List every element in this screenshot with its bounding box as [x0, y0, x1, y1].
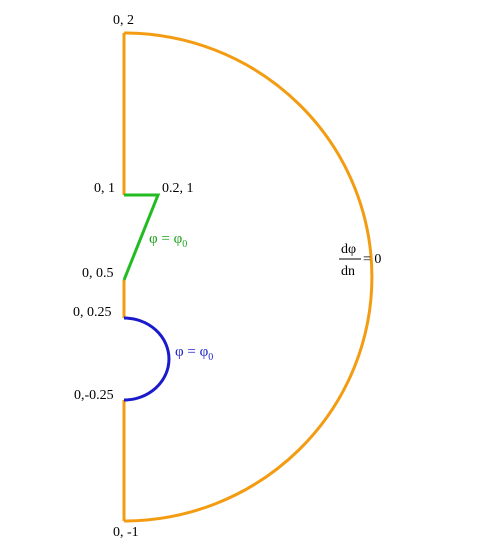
green-condition-text: φ = φ	[149, 231, 183, 247]
green-step-boundary	[122, 193, 161, 281]
blue-condition-label: φ = φ0	[175, 344, 213, 363]
label-step-right-point: 0.2, 1	[162, 181, 194, 196]
green-condition-label: φ = φ0	[149, 231, 187, 250]
label-mid-point: 0, 0.5	[82, 266, 114, 281]
label-arc-top-point: 0, 0.25	[73, 305, 112, 320]
outer-arc-boundary	[123, 31, 374, 523]
blue-semicircle-boundary	[123, 316, 171, 402]
label-arc-bottom-point: 0,-0.25	[74, 388, 114, 403]
blue-condition-subscript: 0	[208, 352, 213, 363]
label-bottom-point: 0, -1	[113, 525, 139, 540]
blue-condition-text: φ = φ	[175, 344, 209, 360]
neumann-condition: dφ dn = 0	[339, 242, 381, 279]
green-condition-subscript: 0	[182, 239, 187, 250]
label-top-point: 0, 2	[113, 13, 134, 28]
neumann-rhs: = 0	[363, 252, 381, 267]
neumann-numerator: dφ	[341, 242, 356, 257]
neumann-denominator: dn	[341, 264, 355, 279]
label-step-left-point: 0, 1	[94, 181, 115, 196]
